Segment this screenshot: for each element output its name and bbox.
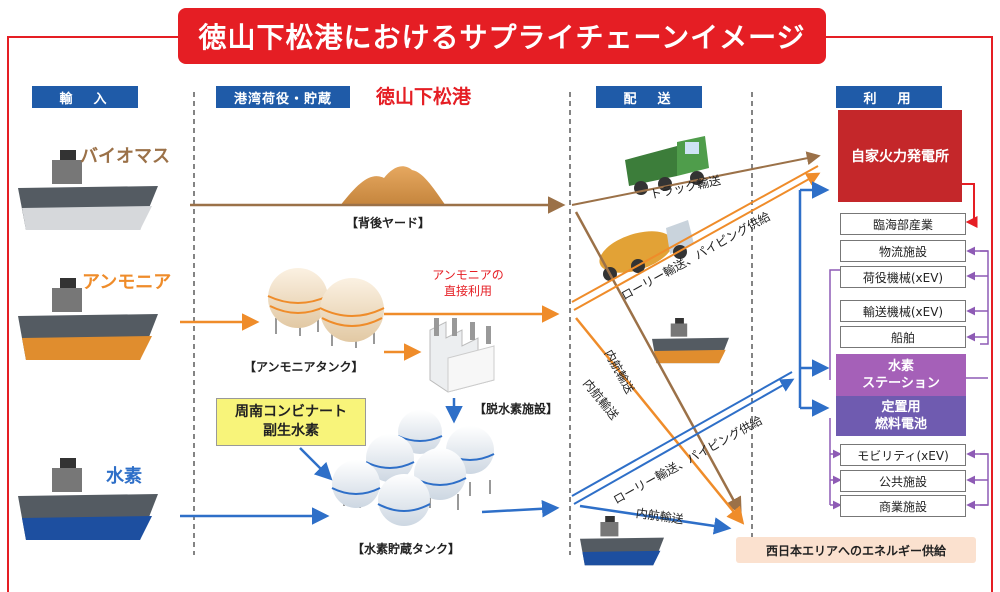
column-header-delivery: 配 送 xyxy=(596,86,702,108)
ammonia-ship xyxy=(18,278,158,360)
use-item: 輸送機械(xEV) xyxy=(840,300,966,322)
column-header-import: 輸 入 xyxy=(32,86,138,108)
fuel-cell-box: 定置用 燃料電池 xyxy=(836,396,966,436)
coastal-ship-low xyxy=(580,516,664,566)
note-line-2: 直接利用 xyxy=(443,284,492,298)
use-item: 荷役機械(xEV) xyxy=(840,266,966,288)
byproduct-line-1: 周南コンビナート xyxy=(235,404,347,420)
fuel-cell-line-2: 燃料電池 xyxy=(874,417,927,432)
byproduct-line-2: 副生水素 xyxy=(263,423,319,439)
plant-building xyxy=(429,318,495,393)
import-label-hydrogen: 水素 xyxy=(106,466,142,487)
import-label-ammonia: アンモニア xyxy=(82,272,172,293)
use-item: モビリティ(xEV) xyxy=(840,444,966,466)
label-hydrogen-tank: 【水素貯蔵タンク】 xyxy=(352,542,461,556)
note-line-1: アンモニアの xyxy=(432,268,504,282)
import-label-biomass: バイオマス xyxy=(80,146,170,167)
byproduct-hydrogen-box: 周南コンビナート 副生水素 xyxy=(216,398,366,446)
hydrogen-ship xyxy=(18,458,158,540)
biomass-ship xyxy=(18,150,158,230)
ammonia-direct-use-note: アンモニアの 直接利用 xyxy=(420,267,516,299)
fuel-cell-line-1: 定置用 xyxy=(881,400,921,415)
label-dehydrogenation: 【脱水素施設】 xyxy=(474,402,559,416)
coastal-ship-mid xyxy=(652,318,729,364)
label-back-yard: 【背後ヤード】 xyxy=(346,216,431,230)
label-ammonia-tank: 【アンモニアタンク】 xyxy=(244,360,364,374)
h2-station-line-1: 水素 xyxy=(887,359,914,374)
ammonia-tanks xyxy=(267,268,385,348)
west-japan-supply: 西日本エリアへのエネルギー供給 xyxy=(736,537,976,563)
use-item: 商業施設 xyxy=(840,495,966,517)
page-title: 徳山下松港におけるサプライチェーンイメージ xyxy=(178,8,826,64)
use-item: 臨海部産業 xyxy=(840,213,966,235)
use-item: 公共施設 xyxy=(840,470,966,492)
hydrogen-station-box: 水素 ステーション xyxy=(836,354,966,396)
hydrogen-tanks xyxy=(331,410,495,526)
biomass-pile xyxy=(340,166,446,206)
column-header-use: 利 用 xyxy=(836,86,942,108)
port-name: 徳山下松港 xyxy=(376,86,472,108)
use-item: 船舶 xyxy=(840,326,966,348)
column-header-storage: 港湾荷役・貯蔵 xyxy=(216,86,350,108)
h2-station-line-2: ステーション xyxy=(862,376,940,391)
outer-frame xyxy=(7,36,993,592)
use-item: 物流施設 xyxy=(840,240,966,262)
power-plant-box: 自家火力発電所 xyxy=(838,110,962,202)
